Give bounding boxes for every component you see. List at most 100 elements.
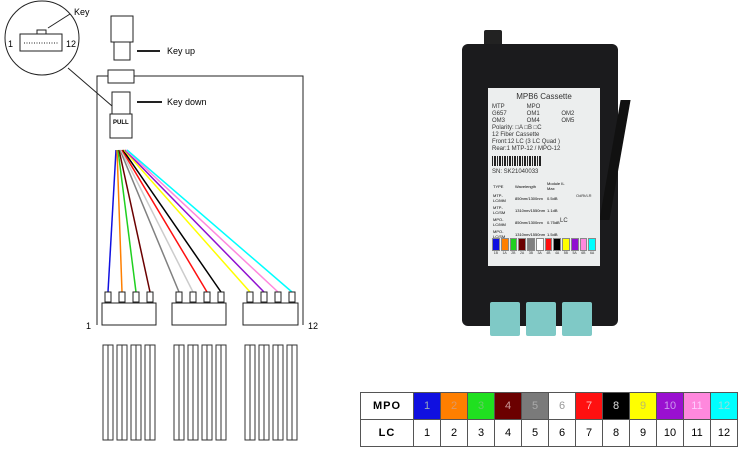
mpo-fiber-cell: 5 [521,392,549,420]
option: OM4 [526,118,540,124]
fiber-7 [121,149,208,293]
option: MPO [526,104,541,110]
lc-connector [107,344,114,441]
lc-port-cell: 7 [575,419,603,447]
mpo-fiber-cell: 10 [656,392,684,420]
mpo-fiber-cell: 6 [548,392,576,420]
port-swatch: 3B [527,238,535,255]
fiber-5 [119,149,180,293]
lc-connector [206,344,213,441]
lc-port-cell: 12 [710,419,738,447]
option: OM1 [526,111,540,117]
fiber-boot [274,291,282,303]
mpo-fiber-cell: 8 [602,392,630,420]
fiber-6 [120,149,194,293]
row-header: LC [360,419,414,447]
lc-connector [178,344,185,441]
cassette-outline [96,75,304,325]
fanout-diagram: 1 12 Key Key up PULL Key down 1 12 [4,0,318,441]
key-down-label: Key down [167,97,207,107]
fiber-1 [107,149,117,293]
port-swatch: 6B [579,238,588,255]
fiber-boot [217,291,225,303]
lc-connector [116,344,123,441]
desc-line: 12 Fiber Cassette [492,132,540,138]
port-swatch: 4B [544,238,553,255]
port-swatch: 6A [588,238,596,255]
port-swatch: 1A [500,238,509,255]
port-swatch: 5B [562,238,570,255]
fiber-2 [116,149,123,293]
connector-boot [113,41,131,61]
lc-connector [244,344,251,441]
lc-connector [135,344,142,441]
lc-port-cell: 5 [521,419,549,447]
lc-connector [149,344,156,441]
pull-label: PULL [113,120,129,126]
fiber-boot [189,291,197,303]
polarity: Polarity: □A □B □C [492,125,542,131]
fan-start-label: 1 [86,321,91,331]
desc-line: Rear:1 MTP-12 / MPO-12 [492,146,561,152]
lc-connector [144,344,151,441]
lc-quad-port[interactable] [526,302,556,336]
lc-port-cell: 6 [548,419,576,447]
lc-quad-port[interactable] [562,302,592,336]
lc-port-cell: 10 [656,419,684,447]
mpo-fiber-cell: 2 [440,392,468,420]
fiber-boot [132,291,140,303]
mpo-fiber-cell: 3 [467,392,495,420]
option: G657 [492,111,507,117]
lc-connector [220,344,227,441]
lc-ports [490,302,600,336]
lc-connector [277,344,284,441]
lc-connector [286,344,293,441]
lc-connector [121,344,128,441]
lc-quad-adapter [171,302,227,326]
lc-connector [102,344,109,441]
key-arrow [47,13,71,29]
lc-port-cell: 4 [494,419,522,447]
lc-quad-adapter [242,302,299,326]
mpo-fiber-cell: 1 [413,392,441,420]
lc-port-cell: 3 [467,419,495,447]
option-checkboxes: MTP MPO G657 OM1 OM2 OM3 OM4 OM5 [492,104,596,125]
fiber-boot [104,291,112,303]
fan-end-label: 12 [308,321,318,331]
port-swatch: 5A [570,238,579,255]
side-label: OdRt/LR [576,193,592,198]
lc-port-cell: 8 [602,419,630,447]
row-header: MPO [360,392,414,420]
lc-quad-adapter [101,302,157,326]
port-swatch: 2B [509,238,518,255]
barcode [492,156,542,166]
mpo-fiber-cell: 4 [494,392,522,420]
fanout-connectors [101,291,299,441]
port-swatch: 3A [535,238,544,255]
lc-port-cell: 9 [629,419,657,447]
lc-connector [215,344,222,441]
leader-line [67,67,113,107]
fiber-11 [125,149,279,293]
option: OM2 [561,111,575,117]
lc-connector [192,344,199,441]
fiber-boot [288,291,296,303]
fiber-4 [118,149,151,293]
mpo-fiber-cell: 11 [683,392,711,420]
key-up-label: Key up [167,46,195,56]
fiber-10 [124,149,265,293]
option: OM5 [561,118,575,124]
cassette-title: MPB6 Cassette [516,92,572,101]
key-nub [36,29,47,35]
option: MTP [492,104,505,110]
option: OM3 [492,118,506,124]
fiber-boot [203,291,211,303]
pull-tab [109,113,133,139]
mpo-connector-bottom [111,91,131,115]
cassette-label: MPB6 Cassette MTP MPO G657 OM1 OM2 OM3 OM4 OM… [488,88,600,266]
fiber-fanout [107,149,293,293]
lc-quad-port[interactable] [490,302,520,336]
